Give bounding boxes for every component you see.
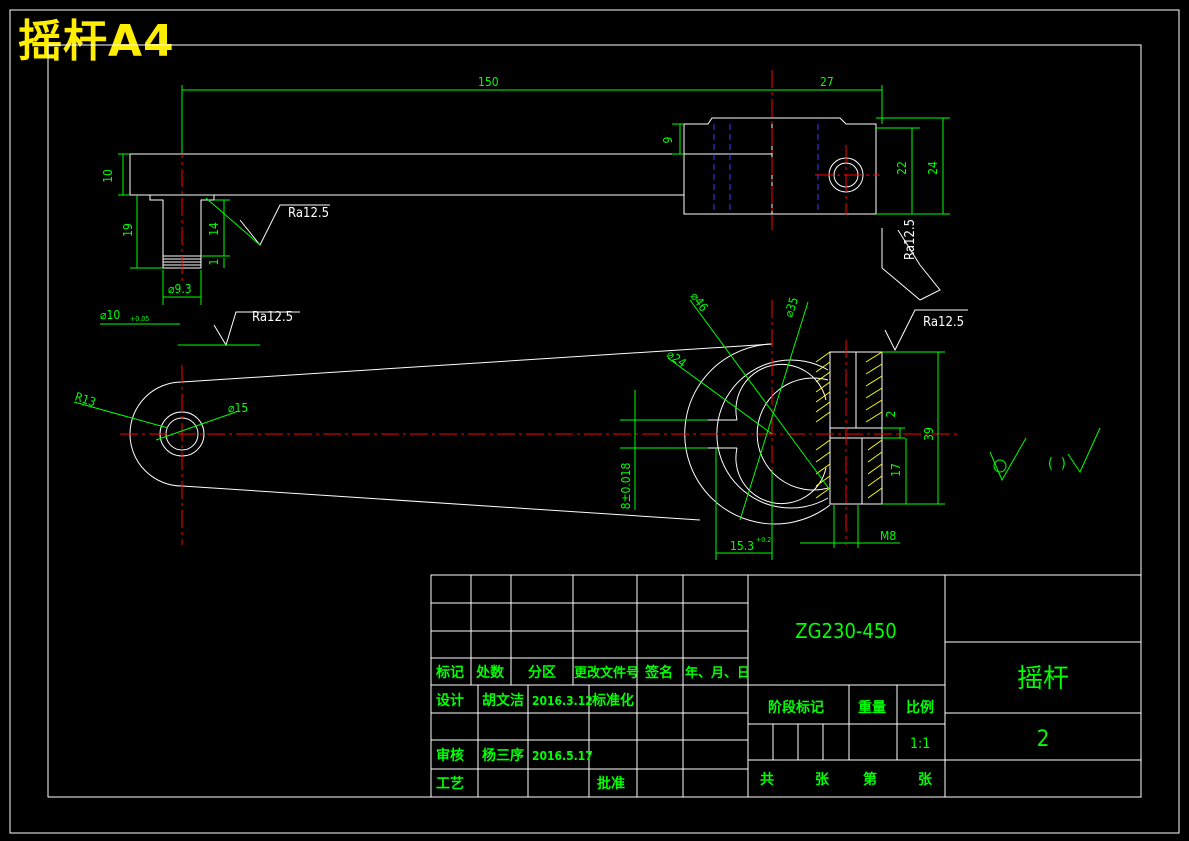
drawing-title: 摇杆A4 — [18, 16, 175, 67]
roughness-4: Ra12.5 — [923, 315, 964, 330]
tb-design-label: 设计 — [436, 692, 464, 709]
tb-review-date: 2016.5.17 — [532, 749, 593, 763]
dim-39: 39 — [922, 427, 936, 441]
roughness-1: Ra12.5 — [288, 206, 329, 221]
dim-27: 27 — [820, 75, 834, 89]
dim-14: 14 — [207, 222, 221, 236]
tb-header-date: 年、月、日 — [685, 665, 750, 681]
sheet-border — [9, 9, 1180, 834]
dim-9: 9 — [661, 136, 675, 143]
dim-15-3-tol: +0.2 — [756, 536, 771, 544]
dim-24: 24 — [926, 161, 940, 175]
general-roughness-text: ( ) — [1048, 456, 1066, 472]
tb-review-label: 审核 — [436, 747, 464, 764]
tb-designer: 胡文洁 — [482, 692, 524, 709]
tb-drawing-no: 2 — [1037, 727, 1050, 752]
dim-1: 1 — [207, 259, 221, 266]
dim-d35: ⌀35 — [782, 295, 802, 319]
tb-sheet-label-2: 张 — [918, 772, 933, 788]
dim-17: 17 — [889, 463, 903, 477]
dim-d10: ⌀10 — [100, 308, 120, 322]
tb-approve-label: 批准 — [597, 775, 625, 792]
tb-weight: 重量 — [858, 699, 886, 716]
tb-standardization: 标准化 — [591, 692, 634, 709]
dim-d9-3: ⌀9.3 — [168, 282, 192, 296]
tb-header-count: 处数 — [475, 664, 505, 681]
title-block: 标记 处数 分区 更改文件号 签名 年、月、日 设计 胡文洁 2016.3.12… — [430, 574, 1142, 798]
tb-header-mark: 标记 — [435, 664, 464, 681]
tb-header-signature: 签名 — [644, 664, 673, 681]
dim-r13: R13 — [73, 390, 98, 410]
dim-2: 2 — [884, 411, 898, 418]
dim-d10-tol: +0.05 — [130, 315, 149, 323]
general-roughness: ( ) — [989, 427, 1101, 482]
dim-slot-8: 8±0.018 — [619, 462, 633, 509]
front-view: R13 ⌀15 ⌀46 ⌀35 ⌀24 8±0.018 15.3 +0.2 2 … — [73, 290, 960, 560]
dim-19: 19 — [121, 223, 135, 237]
dim-d15: ⌀15 — [228, 401, 248, 415]
tb-part-name: 摇杆 — [1017, 664, 1069, 694]
dim-22: 22 — [895, 161, 909, 175]
roughness-2: Ra12.5 — [252, 310, 293, 325]
tb-page-label: 第 — [863, 771, 877, 788]
tb-header-change-doc: 更改文件号 — [574, 665, 639, 681]
roughness-3: Ra12.5 — [903, 219, 918, 260]
dim-15-3: 15.3 — [730, 539, 754, 553]
dim-150: 150 — [478, 75, 499, 89]
dim-m8: M8 — [880, 529, 896, 543]
dim-10: 10 — [101, 169, 115, 183]
tb-header-zone: 分区 — [528, 665, 556, 681]
tb-process-label: 工艺 — [436, 775, 464, 792]
tb-sheet-label: 张 — [815, 772, 830, 788]
tb-stage-mark: 阶段标记 — [768, 699, 824, 716]
tb-reviewer: 杨三序 — [482, 747, 524, 764]
tb-scale: 1:1 — [910, 736, 930, 752]
tb-material: ZG230-450 — [795, 619, 896, 643]
tb-total-label: 共 — [760, 771, 774, 788]
tb-design-date: 2016.3.12 — [532, 694, 593, 708]
tb-scale-label: 比例 — [906, 699, 934, 716]
dim-d46: ⌀46 — [688, 290, 711, 315]
top-view: 150 27 10 19 14 1 ⌀9.3 ⌀10 +0.05 9 22 24… — [100, 70, 968, 352]
